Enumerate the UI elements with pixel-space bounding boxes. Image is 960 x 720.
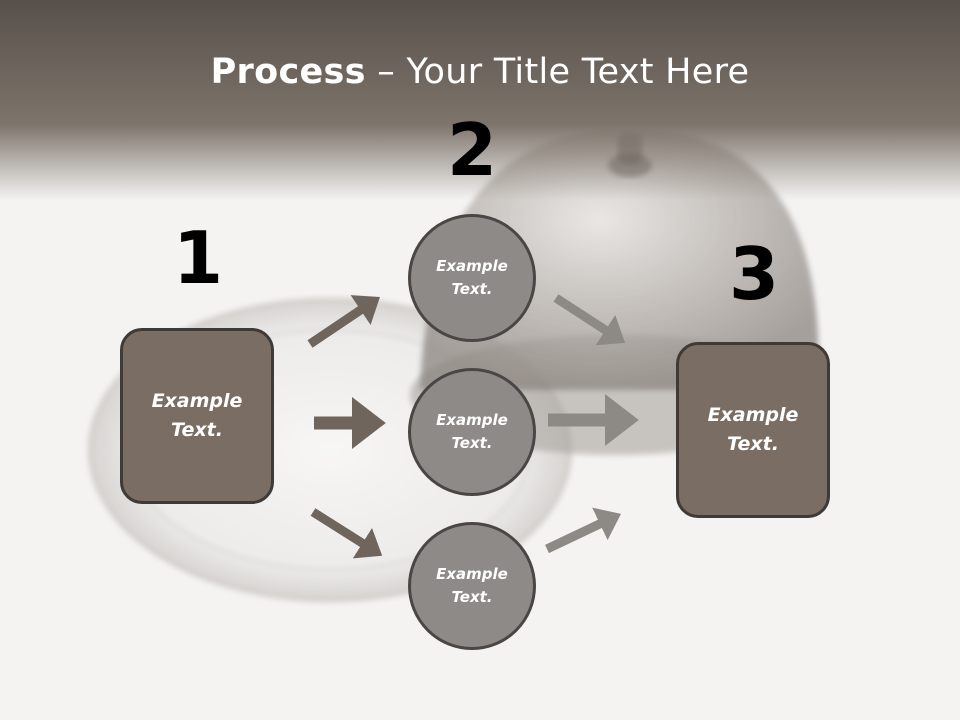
circle-text: Example Text. [436, 565, 508, 606]
title-band [0, 0, 960, 200]
step-2-circle-bottom: Example Text. [408, 522, 536, 650]
step-2-circle-top: Example Text. [408, 214, 536, 342]
step-3-box: Example Text. [676, 342, 830, 518]
step-number-3: 3 [728, 232, 780, 316]
step-1-box: Example Text. [120, 328, 274, 504]
circle-text: Example Text. [436, 411, 508, 452]
step-3-text: Example Text. [707, 404, 799, 455]
circle-text: Example Text. [436, 257, 508, 298]
title-bold: Process [210, 52, 366, 92]
slide-title: Process – Your Title Text Here [0, 52, 960, 92]
step-number-1: 1 [172, 216, 224, 300]
title-rest: – Your Title Text Here [365, 52, 750, 92]
step-1-text: Example Text. [151, 390, 243, 441]
step-2-circle-middle: Example Text. [408, 368, 536, 496]
step-number-2: 2 [446, 108, 498, 192]
